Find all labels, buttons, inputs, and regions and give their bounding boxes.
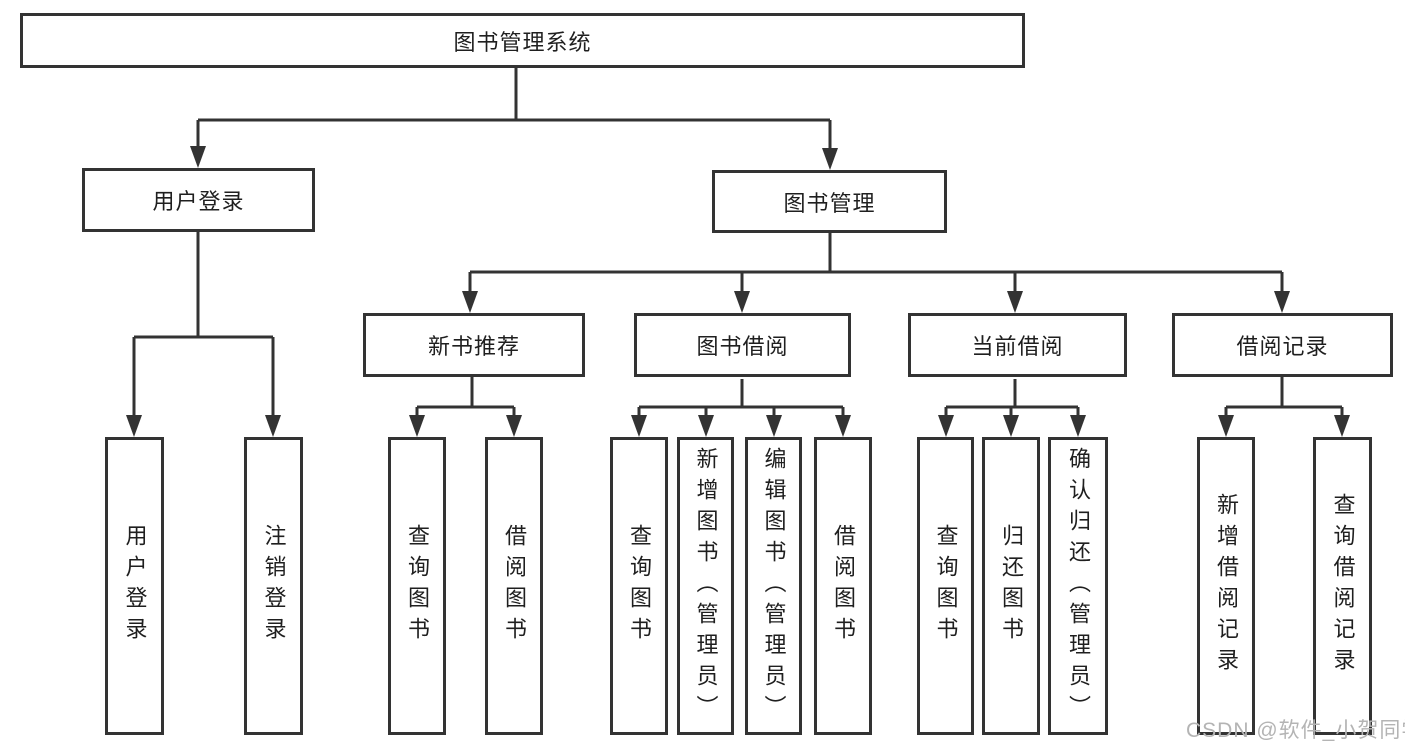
leaf-logout: 注销登录 [244, 437, 303, 735]
leaf-user-login: 用户登录 [105, 437, 164, 735]
leaf-label: 新增借阅记录 [1214, 493, 1239, 679]
node-label: 新书推荐 [427, 334, 520, 359]
leaf-label: 编辑图书（管理员） [761, 446, 787, 726]
leaf-label: 查询图书 [405, 524, 430, 648]
node-current-borrowing: 当前借阅 [908, 313, 1127, 377]
node-label: 用户登录 [152, 189, 245, 214]
leaf-label: 归还图书 [999, 524, 1024, 648]
leaf-borrow-books-recommend: 借阅图书 [485, 437, 543, 735]
csdn-watermark: CSDN @软件_小贺同学 [1186, 719, 1405, 742]
leaf-borrow-books: 借阅图书 [814, 437, 872, 735]
node-user-login: 用户登录 [82, 168, 315, 232]
leaf-label: 查询借阅记录 [1330, 493, 1356, 679]
leaf-edit-books-admin: 编辑图书（管理员） [745, 437, 802, 735]
leaf-add-books-admin: 新增图书（管理员） [677, 437, 734, 735]
leaf-add-borrow-record: 新增借阅记录 [1197, 437, 1255, 735]
leaf-query-books-recommend: 查询图书 [388, 437, 446, 735]
leaf-label: 借阅图书 [831, 524, 856, 648]
node-label: 借阅记录 [1236, 334, 1329, 359]
node-book-borrowing: 图书借阅 [634, 313, 851, 377]
leaf-label: 借阅图书 [502, 524, 527, 648]
node-label: 图书借阅 [696, 334, 789, 359]
leaf-label: 查询图书 [933, 524, 959, 648]
leaf-confirm-return-admin: 确认归还（管理员） [1048, 437, 1108, 735]
node-label: 图书管理 [783, 190, 876, 216]
leaf-label: 新增图书（管理员） [693, 446, 719, 726]
node-new-book-recommendation: 新书推荐 [363, 313, 585, 377]
leaf-label: 用户登录 [122, 524, 148, 648]
node-borrowing-records: 借阅记录 [1172, 313, 1393, 377]
leaf-label: 注销登录 [261, 524, 287, 648]
node-label: 当前借阅 [971, 334, 1064, 359]
leaf-query-books-borrowing: 查询图书 [610, 437, 668, 735]
leaf-query-books-current: 查询图书 [917, 437, 974, 735]
node-label: 图书管理系统 [453, 29, 592, 55]
leaf-return-books: 归还图书 [982, 437, 1040, 735]
leaf-label: 查询图书 [627, 524, 652, 648]
node-book-management: 图书管理 [712, 170, 947, 233]
leaf-label: 确认归还（管理员） [1066, 446, 1091, 726]
leaf-query-borrow-record: 查询借阅记录 [1313, 437, 1372, 735]
node-library-management-system: 图书管理系统 [20, 13, 1025, 68]
